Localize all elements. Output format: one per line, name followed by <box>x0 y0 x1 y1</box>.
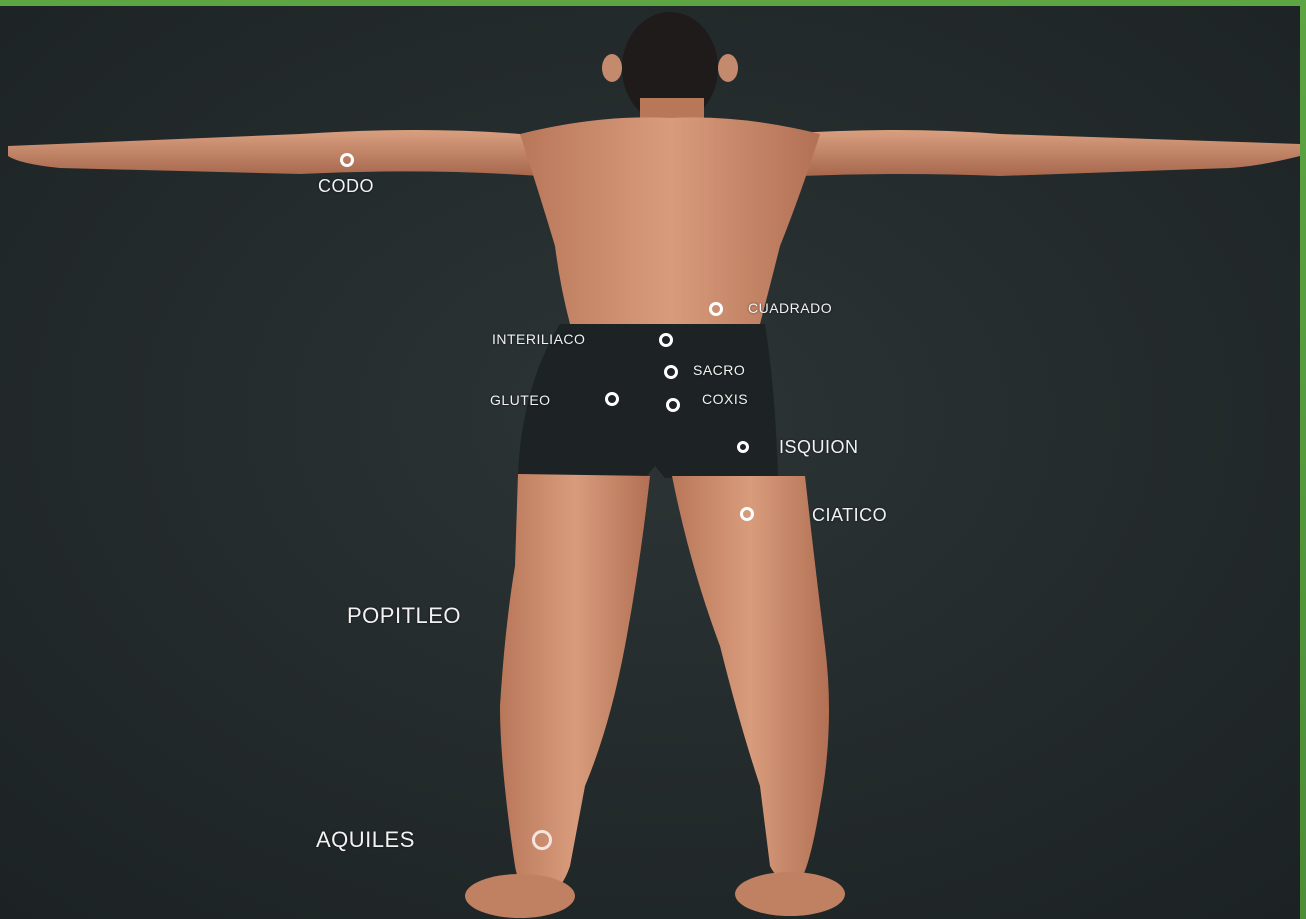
marker-coxis <box>666 398 680 412</box>
marker-sacro <box>664 365 678 379</box>
right-foot <box>735 872 845 916</box>
marker-aquiles <box>532 830 552 850</box>
label-sacro: SACRO <box>693 362 745 378</box>
label-coxis: COXIS <box>702 391 748 407</box>
label-gluteo: GLUTEO <box>490 392 551 408</box>
label-popitleo: POPITLEO <box>347 603 461 629</box>
human-back-illustration <box>0 6 1300 919</box>
marker-interiliaco <box>659 333 673 347</box>
marker-cuadrado <box>709 302 723 316</box>
marker-isquion <box>737 441 749 453</box>
body-photo: CODO CUADRADO INTERILIACO SACRO GLUTEO C… <box>0 6 1300 919</box>
left-foot <box>465 874 575 918</box>
label-ciatico: CIATICO <box>812 505 887 526</box>
label-interiliaco: INTERILIACO <box>492 331 585 347</box>
marker-gluteo <box>605 392 619 406</box>
label-aquiles: AQUILES <box>316 827 415 853</box>
marker-ciatico <box>740 507 754 521</box>
label-cuadrado: CUADRADO <box>748 300 832 316</box>
marker-codo <box>340 153 354 167</box>
label-isquion: ISQUION <box>779 437 859 458</box>
label-codo: CODO <box>318 176 374 197</box>
